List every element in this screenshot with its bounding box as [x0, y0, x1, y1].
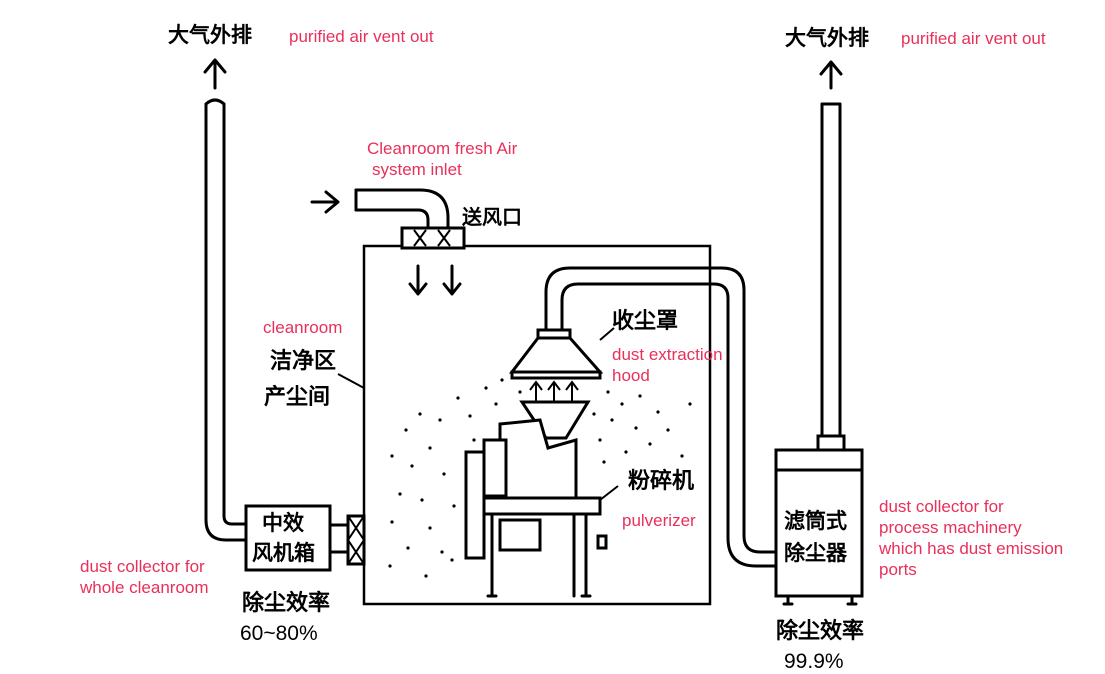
cleanroom-cn-label-1: 洁净区: [270, 348, 336, 374]
cartridge-cn-label-1: 滤筒式: [784, 509, 847, 533]
pulverizer-machine: [464, 400, 619, 598]
efficiency-right-cn-label: 除尘效率: [776, 618, 864, 644]
whole-collector-en-label-2: whole cleanroom: [79, 578, 209, 597]
vent-left-en-label: purified air vent out: [289, 27, 434, 46]
right-vent-duct: [816, 60, 846, 454]
fan-box-cn-label-2: 风机箱: [252, 541, 315, 565]
fresh-air-en-label-1: Cleanroom fresh Air: [367, 139, 518, 158]
cleanroom-en-label: cleanroom: [263, 318, 342, 337]
efficiency-right-value: 99.9%: [784, 650, 844, 673]
pulverizer-en-label: pulverizer: [622, 511, 696, 530]
vent-right-en-label: purified air vent out: [901, 29, 1046, 48]
fan-box: [244, 504, 366, 572]
dust-particles: [388, 378, 692, 578]
cleanroom-enclosure: [337, 244, 712, 606]
hood-cn-label: 收尘罩: [612, 308, 678, 334]
hood-en-label-1: dust extraction: [612, 345, 723, 364]
efficiency-left-cn-label: 除尘效率: [242, 590, 330, 616]
left-vent-duct: [203, 58, 248, 542]
supply-outlet-cn-label: 送风口: [462, 205, 522, 229]
vent-left-cn-label: 大气外排: [168, 23, 252, 47]
cleanroom-cn-label-2: 产尘间: [264, 385, 330, 410]
pulverizer-cn-label: 粉碎机: [628, 468, 694, 494]
efficiency-left-value: 60~80%: [240, 622, 318, 645]
hood-en-label-2: hood: [612, 366, 650, 385]
process-collector-en-label-2: process machinery: [879, 518, 1022, 537]
dust-hood: [508, 327, 615, 402]
fan-box-cn-label-1: 中效: [262, 511, 304, 535]
process-collector-en-label-4: ports: [879, 560, 917, 579]
cartridge-collector: [774, 448, 864, 606]
hood-duct: [544, 266, 778, 568]
fresh-air-en-label-2: system inlet: [372, 160, 462, 179]
cartridge-cn-label-2: 除尘器: [784, 541, 848, 565]
process-collector-en-label-1: dust collector for: [879, 497, 1004, 516]
fresh-air-inlet: [310, 188, 466, 296]
process-collector-en-label-3: which has dust emission: [878, 539, 1063, 558]
vent-right-cn-label: 大气外排: [785, 26, 869, 50]
whole-collector-en-label-1: dust collector for: [80, 557, 205, 576]
